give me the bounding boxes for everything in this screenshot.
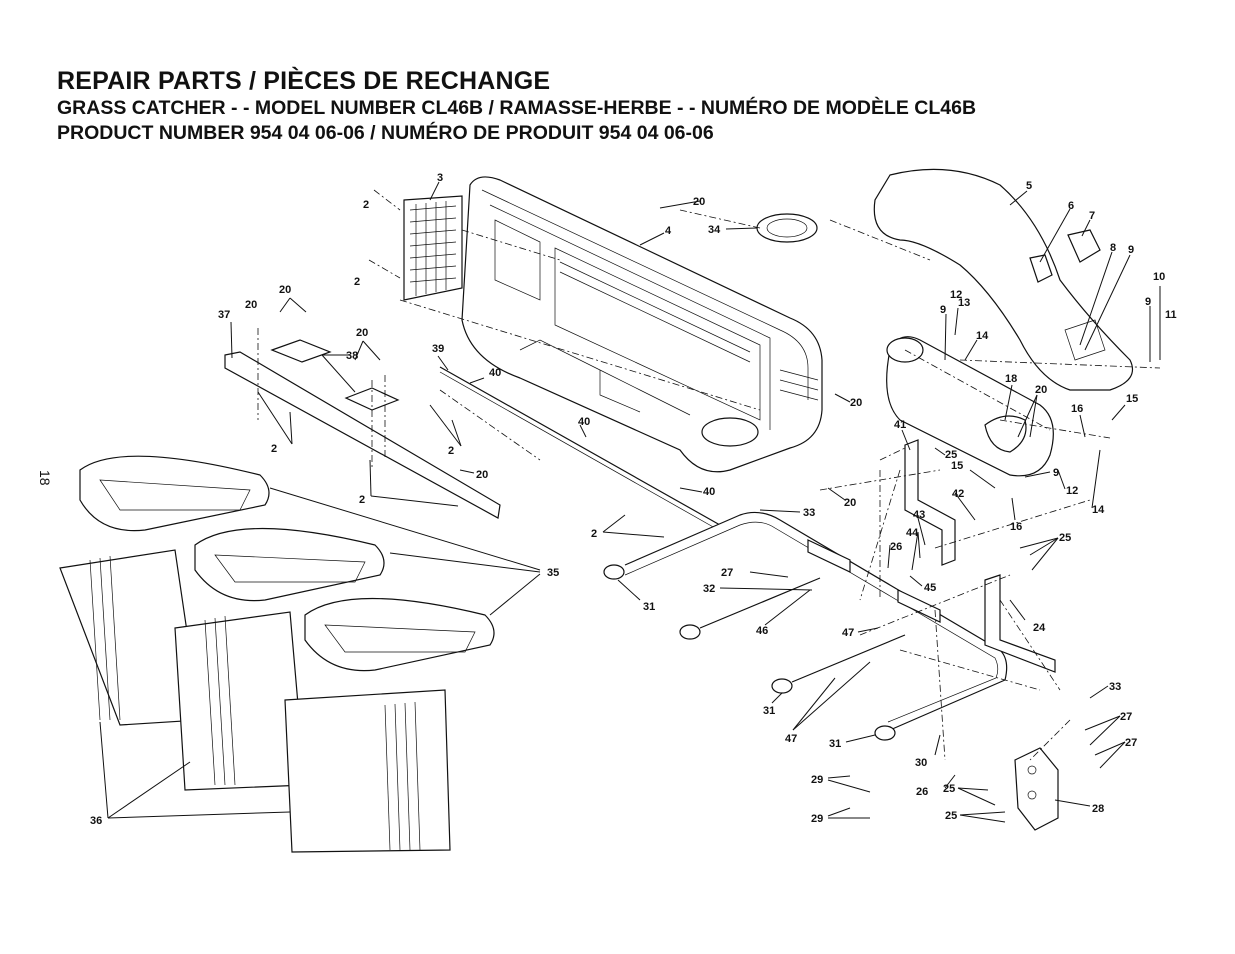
callout: 27: [721, 567, 733, 579]
callout: 12: [950, 289, 962, 301]
callout: 6: [1068, 200, 1074, 212]
plate-38a: [270, 339, 332, 363]
callout: 9: [1145, 296, 1151, 308]
title-block: REPAIR PARTS / PIÈCES DE RECHANGE GRASS …: [57, 66, 976, 146]
callout: 2: [363, 199, 369, 211]
callout: 16: [1071, 403, 1083, 415]
rod-39: [439, 366, 721, 529]
callout: 38: [346, 350, 358, 362]
callout: 20: [356, 327, 368, 339]
bag-1: [59, 455, 270, 726]
callout: 26: [916, 786, 928, 798]
callout: 26: [890, 541, 902, 553]
callout: 4: [665, 225, 672, 237]
callout-labels: 2 3 20 4 34 5 6 7 8 9 10 9 11 2 20 37 20…: [90, 172, 1177, 827]
callout: 20: [476, 469, 488, 481]
callout: 41: [894, 419, 906, 431]
callout: 43: [913, 509, 925, 521]
callout: 44: [906, 527, 919, 539]
callout: 20: [279, 284, 291, 296]
callout: 39: [432, 343, 444, 355]
callout: 15: [951, 460, 963, 472]
callout: 31: [643, 601, 655, 613]
callout: 12: [1066, 485, 1078, 497]
callout: 14: [976, 330, 989, 342]
model-subtitle: GRASS CATCHER - - MODEL NUMBER CL46B / R…: [57, 97, 977, 119]
callout: 7: [1089, 210, 1095, 222]
callout: 16: [1010, 521, 1022, 533]
callout: 20: [245, 299, 257, 311]
callout: 46: [756, 625, 768, 637]
alignment-lines: [257, 189, 1161, 761]
callout: 10: [1153, 271, 1165, 283]
callout: 24: [1033, 622, 1046, 634]
hitch-bracket-28: [1014, 747, 1059, 831]
bag-2: [174, 527, 385, 791]
callout: 45: [924, 582, 936, 594]
callout: 20: [693, 196, 705, 208]
callout: 5: [1026, 180, 1032, 192]
bracket-41: [904, 439, 956, 566]
callout: 28: [1092, 803, 1104, 815]
callout: 33: [803, 507, 815, 519]
callout: 47: [785, 733, 797, 745]
callout: 36: [90, 815, 102, 827]
callout: 9: [1053, 467, 1059, 479]
callout: 34: [708, 224, 721, 236]
callout: 14: [1092, 504, 1105, 516]
callout: 18: [1005, 373, 1017, 385]
chute-part: [873, 168, 1134, 391]
callout: 25: [1059, 532, 1071, 544]
callout: 2: [359, 494, 365, 506]
plate-37: [224, 351, 501, 519]
callout: 20: [844, 497, 856, 509]
bag-3: [284, 597, 495, 853]
callout: 42: [952, 488, 964, 500]
callout: 2: [271, 443, 277, 455]
callout: 40: [578, 416, 590, 428]
catcher-hood-part: [461, 176, 823, 473]
callout: 47: [842, 627, 854, 639]
callout: 29: [811, 774, 823, 786]
callout: 25: [945, 810, 957, 822]
frame-tubes: [603, 511, 1008, 741]
callout: 15: [1126, 393, 1138, 405]
callout: 9: [940, 304, 946, 316]
callout: 2: [591, 528, 597, 540]
callout: 3: [437, 172, 443, 184]
cap-part: [756, 213, 818, 243]
callout: 29: [811, 813, 823, 825]
callout: 40: [703, 486, 715, 498]
callout: 25: [945, 449, 957, 461]
callout: 11: [1165, 309, 1177, 321]
callout: 35: [547, 567, 559, 579]
callout: 9: [1128, 244, 1134, 256]
callout: 27: [1120, 711, 1132, 723]
callout: 32: [703, 583, 715, 595]
callout: 13: [958, 297, 970, 309]
callout: 2: [448, 445, 454, 457]
callout: 25: [943, 783, 955, 795]
callout: 37: [218, 309, 230, 321]
callout: 30: [915, 757, 927, 769]
product-subtitle: PRODUCT NUMBER 954 04 06-06 / NUMÉRO DE …: [57, 122, 714, 144]
callout: 31: [763, 705, 775, 717]
page-title: REPAIR PARTS / PIÈCES DE RECHANGE: [57, 67, 551, 95]
bracket-24: [984, 574, 1056, 673]
screen-part: [403, 195, 463, 301]
callout: 2: [354, 276, 360, 288]
adapter-part: [886, 336, 1054, 477]
callout: 27: [1125, 737, 1137, 749]
callout: 20: [1035, 384, 1047, 396]
callout: 20: [850, 397, 862, 409]
leader-lines: [99, 181, 1161, 823]
callout: 8: [1110, 242, 1116, 254]
callout: 33: [1109, 681, 1121, 693]
callout: 31: [829, 738, 841, 750]
callout: 40: [489, 367, 501, 379]
